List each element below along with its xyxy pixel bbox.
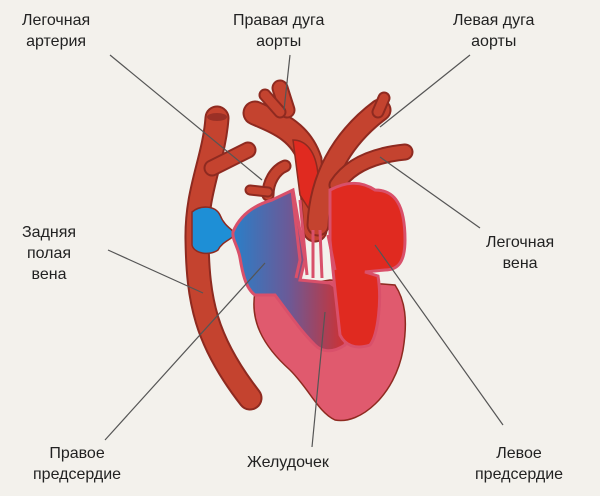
label-pulmonary-artery: Легочная артерия [22, 10, 90, 52]
label-line: Левая дуга [453, 12, 535, 29]
label-line: Правое [49, 445, 105, 462]
label-posterior-vena-cava: Задняя полая вена [22, 222, 76, 285]
label-line: вена [502, 255, 538, 272]
label-line: аорты [471, 33, 517, 50]
label-line: Левое [496, 445, 542, 462]
label-right-atrium: Правое предсердие [33, 443, 121, 485]
label-line: Легочная [486, 234, 555, 251]
label-line: предсердие [33, 466, 122, 483]
leader-lines [104, 54, 504, 448]
label-left-atrium: Левое предсердие [475, 443, 563, 485]
label-line: Задняя [22, 224, 77, 241]
label-right-aortic-arch: Правая дуга аорты [233, 10, 324, 52]
label-pulmonary-vein: Легочная вена [486, 232, 554, 274]
label-line: вена [31, 266, 67, 283]
label-line: Правая дуга [233, 12, 325, 29]
label-line: артерия [26, 33, 87, 50]
label-line: предсердие [475, 466, 564, 483]
label-line: аорты [256, 33, 302, 50]
sinus-venosus [191, 206, 236, 255]
label-line: полая [26, 245, 72, 262]
aortic-arches [242, 79, 414, 243]
label-line: Легочная [22, 12, 91, 29]
label-line: Желудочек [247, 454, 329, 471]
septum [290, 189, 337, 279]
label-left-aortic-arch: Левая дуга аорты [453, 10, 534, 52]
label-ventricle: Желудочек [247, 452, 329, 473]
right-atrium [231, 187, 357, 353]
